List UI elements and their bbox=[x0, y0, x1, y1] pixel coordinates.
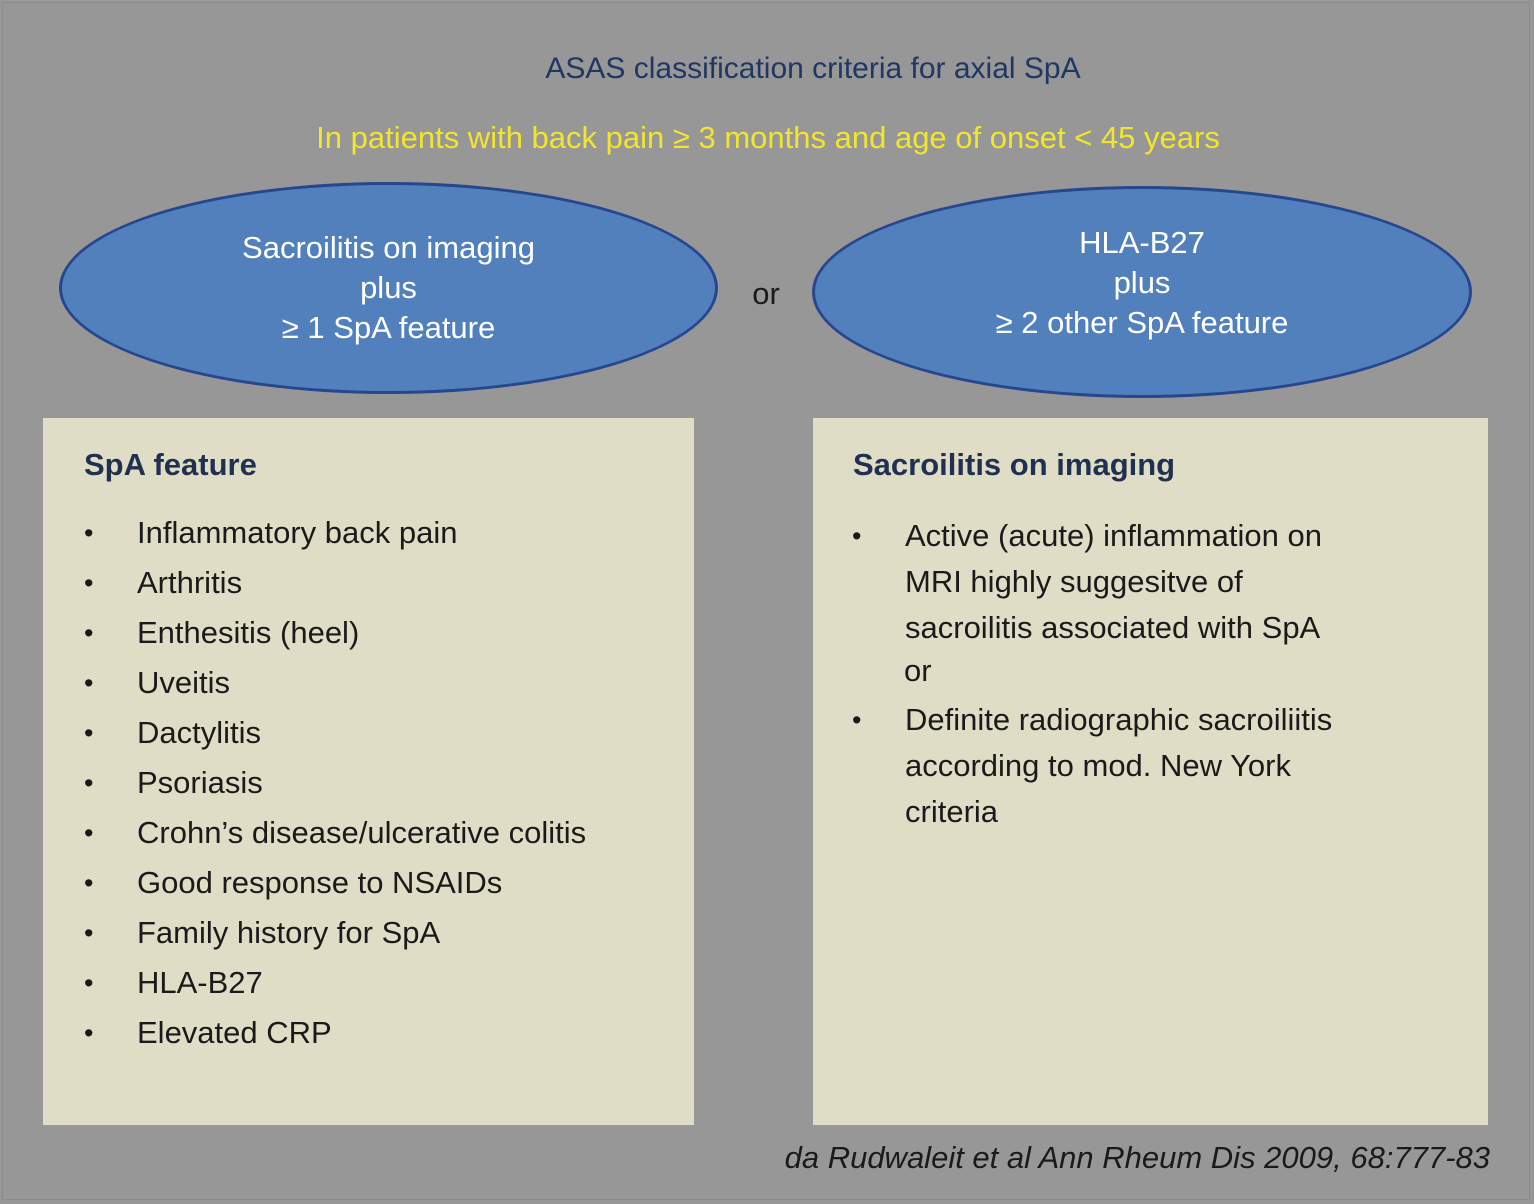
figure-title: ASAS classification criteria for axial S… bbox=[545, 52, 1081, 85]
list-item: • Good response to NSAIDs bbox=[84, 863, 684, 913]
bullet-icon: • bbox=[84, 718, 94, 748]
list-item: • Active (acute) inflammation on MRI hig… bbox=[852, 513, 1472, 651]
bullet-icon: • bbox=[84, 868, 94, 898]
bullet-icon: • bbox=[84, 668, 94, 698]
list-item-text: Active (acute) inflammation on MRI highl… bbox=[905, 518, 1322, 645]
bullet-icon: • bbox=[84, 618, 94, 648]
list-item: • Psoriasis bbox=[84, 763, 684, 813]
spa-feature-heading: SpA feature bbox=[84, 447, 257, 482]
spa-feature-list: • Inflammatory back pain • Arthritis • Enthes… bbox=[84, 513, 684, 1063]
citation: da Rudwaleit et al Ann Rheum Dis 2009, 6… bbox=[784, 1140, 1490, 1175]
bullet-icon: • bbox=[84, 918, 94, 948]
spa-feature-box bbox=[43, 418, 694, 1125]
bullet-icon: • bbox=[84, 818, 94, 848]
list-item-text: Good response to NSAIDs bbox=[137, 865, 503, 900]
bullet-icon: • bbox=[84, 1018, 94, 1048]
list-item-text: Crohn’s disease/ulcerative colitis bbox=[137, 815, 587, 850]
list-item-text: HLA-B27 bbox=[137, 965, 263, 1000]
list-item: • HLA-B27 bbox=[84, 963, 684, 1013]
bullet-icon: • bbox=[84, 518, 94, 548]
list-item-text: Dactylitis bbox=[137, 715, 262, 750]
list-item-text: Family history for SpA bbox=[137, 915, 441, 950]
list-item-text: Uveitis bbox=[137, 665, 231, 700]
list-item: • Elevated CRP bbox=[84, 1013, 684, 1063]
criterion-imaging-line2: plus bbox=[360, 270, 417, 305]
bullet-icon: • bbox=[84, 568, 94, 598]
list-item-text: Psoriasis bbox=[137, 765, 263, 800]
bullet-icon: • bbox=[84, 968, 94, 998]
sacroilitis-imaging-box bbox=[813, 418, 1488, 1125]
criterion-hla-line1: HLA-B27 bbox=[1079, 225, 1205, 260]
list-item-text: Enthesitis (heel) bbox=[137, 615, 360, 650]
criterion-hla-ellipse: HLA-B27 plus ≥ 2 other SpA feature bbox=[812, 186, 1472, 398]
criterion-hla-line2: plus bbox=[1113, 265, 1171, 300]
list-item-text: Definite radiographic sacroiliitis accor… bbox=[905, 702, 1333, 829]
imaging-or-separator: or bbox=[904, 653, 932, 688]
list-item: • Family history for SpA bbox=[84, 913, 684, 963]
criterion-imaging-line1: Sacroilitis on imaging bbox=[242, 230, 535, 265]
list-item: • Arthritis bbox=[84, 563, 684, 613]
list-item: • Uveitis bbox=[84, 663, 684, 713]
figure-subtitle: In patients with back pain ≥ 3 months an… bbox=[316, 120, 1220, 155]
sacroilitis-imaging-heading: Sacroilitis on imaging bbox=[853, 447, 1176, 482]
bullet-icon: • bbox=[852, 705, 862, 735]
bullet-icon: • bbox=[84, 768, 94, 798]
list-item-text: Arthritis bbox=[137, 565, 243, 600]
list-item: • Enthesitis (heel) bbox=[84, 613, 684, 663]
criterion-imaging-ellipse: Sacroilitis on imaging plus ≥ 1 SpA feat… bbox=[59, 182, 718, 394]
list-item: • Crohn’s disease/ulcerative colitis bbox=[84, 813, 684, 863]
list-item-text: Inflammatory back pain bbox=[137, 515, 458, 550]
bullet-icon: • bbox=[852, 521, 862, 551]
sacroilitis-imaging-list: • Active (acute) inflammation on MRI hig… bbox=[852, 513, 1472, 835]
list-item-text: Elevated CRP bbox=[137, 1015, 332, 1050]
list-item: • Dactylitis bbox=[84, 713, 684, 763]
criterion-imaging-line3: ≥ 1 SpA feature bbox=[281, 310, 496, 345]
list-item: • Definite radiographic sacroiliitis acc… bbox=[852, 697, 1472, 835]
criterion-hla-line3: ≥ 2 other SpA feature bbox=[995, 305, 1289, 340]
connector-or: or bbox=[752, 276, 780, 311]
list-item: • Inflammatory back pain bbox=[84, 513, 684, 563]
